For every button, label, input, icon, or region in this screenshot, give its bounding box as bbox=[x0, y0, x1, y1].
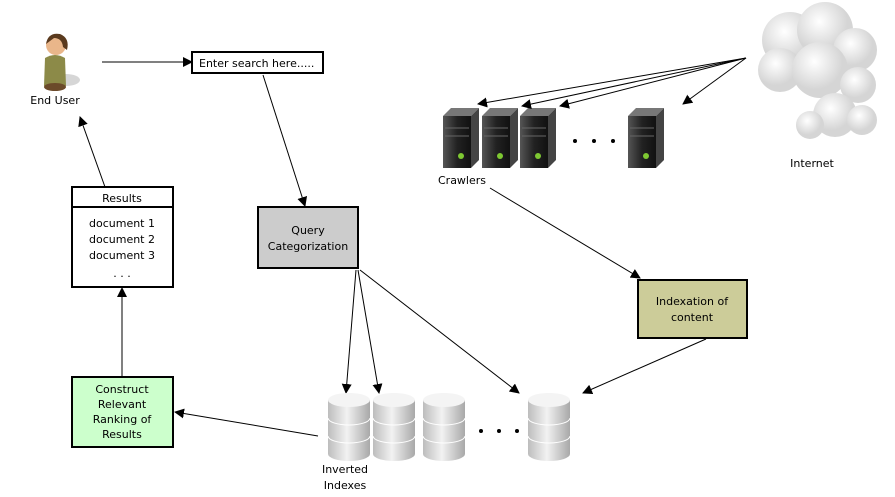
crawlers-label: Crawlers bbox=[438, 174, 486, 187]
construct-label-1: Construct bbox=[95, 383, 149, 396]
query-categorization-box bbox=[257, 206, 359, 269]
result-item: document 2 bbox=[89, 233, 155, 246]
construct-label-2: Relevant bbox=[98, 398, 147, 411]
internet-label: Internet bbox=[790, 157, 834, 170]
database-cylinder-icon bbox=[372, 393, 416, 461]
results-box bbox=[71, 186, 174, 288]
search-placeholder: Enter search here..... bbox=[199, 57, 314, 70]
indexation-label-2: content bbox=[671, 311, 714, 324]
database-cylinder-icon bbox=[422, 393, 466, 461]
database-cylinder-icon bbox=[327, 393, 371, 461]
result-item: document 1 bbox=[89, 217, 155, 230]
results-title: Results bbox=[102, 192, 142, 205]
indexation-label-1: Indexation of bbox=[656, 295, 729, 308]
result-item: document 3 bbox=[89, 249, 155, 262]
server-icon bbox=[520, 108, 556, 168]
search-input[interactable] bbox=[191, 51, 324, 74]
construct-label-4: Results bbox=[102, 428, 142, 441]
query-label-1: Query bbox=[291, 224, 325, 237]
cloud-icon bbox=[758, 2, 877, 139]
user-figure-icon bbox=[44, 33, 80, 91]
indexation-box bbox=[637, 279, 748, 339]
end-user-label: End User bbox=[30, 94, 80, 107]
inverted-label-2: Indexes bbox=[324, 479, 367, 492]
result-item: . . . bbox=[113, 267, 130, 280]
query-label-2: Categorization bbox=[268, 240, 348, 253]
inverted-label-1: Inverted bbox=[322, 463, 368, 476]
database-cylinder-icon bbox=[527, 393, 571, 461]
server-icon bbox=[443, 108, 479, 168]
server-icon bbox=[482, 108, 518, 168]
construct-label-3: Ranking of bbox=[93, 413, 153, 426]
server-icon bbox=[628, 108, 664, 168]
